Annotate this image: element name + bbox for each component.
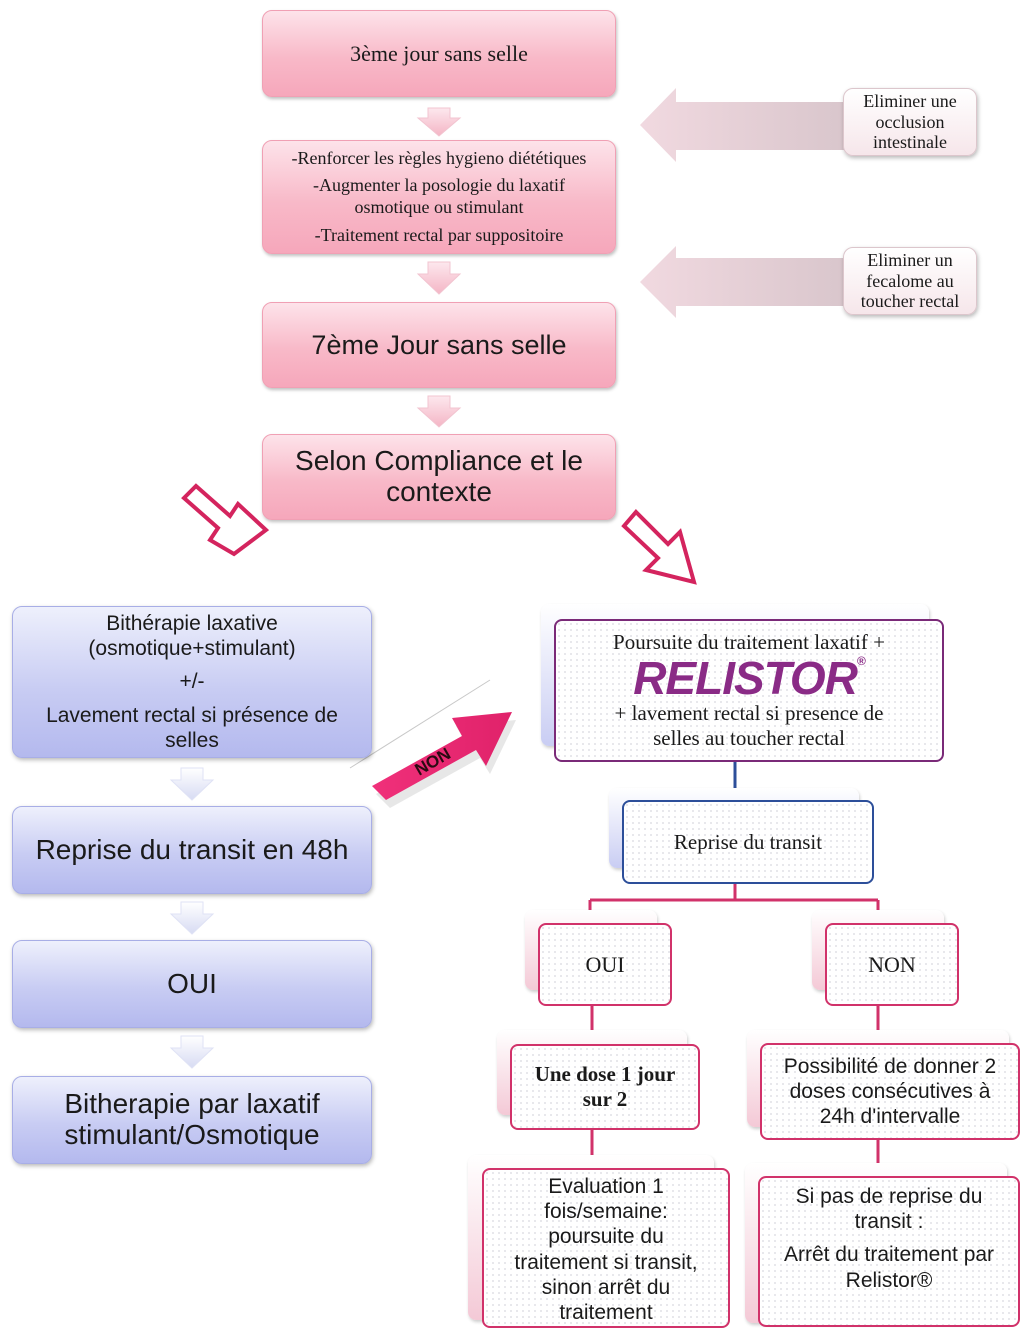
relistor-reg: ® [856, 653, 866, 668]
compliance-line-2: contexte [386, 476, 492, 507]
occlusion-box: Eliminer une occlusion intestinale [843, 88, 977, 156]
sipas-line-2: transit : [854, 1210, 924, 1234]
possibilite-line-3: 24h d'intervalle [819, 1105, 961, 1129]
measures-line-4: -Traitement rectal par suppositoire [314, 224, 564, 245]
fecalome-line-1: Eliminer un [867, 249, 953, 270]
down-arrow-2 [416, 261, 462, 295]
step-day3-box: 3ème jour sans selle [262, 10, 616, 97]
outline-arrow-left [181, 483, 270, 557]
evaluation-line-3: poursuite du [548, 1225, 664, 1249]
oui-right-label: OUI [585, 951, 625, 977]
measures-box: -Renforcer les règles hygieno diététique… [262, 140, 616, 254]
fecalome-line-3: toucher rectal [860, 291, 960, 312]
poursuite-box: Poursuite du traitement laxatif + RELIST… [554, 619, 944, 762]
evaluation-box: Evaluation 1 fois/semaine: poursuite du … [482, 1168, 730, 1328]
final-line-1: Bitherapie par laxatif [64, 1088, 320, 1120]
possibilite-box: Possibilité de donner 2 doses consécutiv… [760, 1043, 1020, 1140]
sipas-line-1: Si pas de reprise du [795, 1185, 983, 1208]
measures-line-2: -Augmenter la posologie du laxatif [313, 175, 565, 196]
relistor-text: RELISTOR [633, 651, 858, 704]
reprise-transit-label: Reprise du transit [673, 829, 823, 854]
bitherapie-line-2: (osmotique+stimulant) [88, 637, 296, 661]
bitherapie-line-5: selles [165, 728, 219, 752]
compliance-line-1: Selon Compliance et le [295, 445, 583, 477]
evaluation-line-2: fois/semaine: [544, 1200, 668, 1224]
oui-right-box: OUI [538, 923, 672, 1006]
down-arrow-3 [416, 395, 462, 428]
non-right-label: NON [868, 951, 916, 977]
dose-line-2: sur 2 [582, 1087, 628, 1111]
non-arrow [349, 679, 516, 808]
down-arrow-1 [416, 107, 462, 137]
final-line-2: stimulant/Osmotique [64, 1119, 320, 1150]
sipas-line-3: Arrêt du traitement par [783, 1243, 995, 1267]
dose-box: Une dose 1 jour sur 2 [510, 1044, 700, 1130]
sipas-line-4: Relistor® [845, 1268, 933, 1292]
oui-left-label: OUI [167, 968, 217, 999]
outline-arrow-right [621, 509, 697, 585]
step-day7-box: 7ème Jour sans selle [262, 302, 616, 388]
non-right-box: NON [825, 923, 959, 1006]
poursuite-line-2: + lavement rectal si presence de [614, 700, 884, 725]
oui-left-box: OUI [12, 940, 372, 1028]
bitherapie-box: Bithérapie laxative (osmotique+stimulant… [12, 606, 372, 758]
tree-connectors [588, 762, 880, 1163]
reprise-transit-box: Reprise du transit [622, 800, 874, 884]
step-day3-label: 3ème jour sans selle [350, 40, 528, 66]
occlusion-line-2: occlusion [875, 111, 945, 132]
side-arrow-fecalome [640, 246, 845, 318]
compliance-box: Selon Compliance et le contexte [262, 434, 616, 520]
final-bitherapie-box: Bitherapie par laxatif stimulant/Osmotiq… [12, 1076, 372, 1164]
possibilite-line-1: Possibilité de donner 2 [783, 1054, 997, 1078]
poursuite-line-1: Poursuite du traitement laxatif + [613, 629, 885, 654]
fecalome-box: Eliminer un fecalome au toucher rectal [843, 247, 977, 315]
down-arrow-blue-2 [169, 901, 215, 935]
bitherapie-line-4: Lavement rectal si présence de [46, 703, 338, 727]
poursuite-line-3: selles au toucher rectal [653, 726, 845, 751]
dose-line-1: Une dose 1 jour [534, 1061, 676, 1086]
evaluation-line-1: Evaluation 1 [548, 1175, 664, 1198]
evaluation-line-4: traitement si transit, [514, 1250, 698, 1274]
evaluation-line-5: sinon arrêt du [541, 1275, 671, 1299]
evaluation-line-6: traitement [559, 1300, 653, 1324]
measures-line-3: osmotique ou stimulant [354, 197, 524, 217]
down-arrow-blue-1 [169, 767, 215, 801]
occlusion-line-3: intestinale [873, 132, 947, 153]
fecalome-line-2: fecalome au [866, 270, 954, 291]
measures-line-1: -Renforcer les règles hygieno diététique… [291, 147, 587, 168]
sipas-box: Si pas de reprise du transit : Arrêt du … [758, 1176, 1020, 1327]
side-arrow-occlusion [640, 88, 845, 162]
reprise-48h-box: Reprise du transit en 48h [12, 806, 372, 894]
step-day7-label: 7ème Jour sans selle [311, 329, 567, 360]
down-arrow-blue-3 [169, 1035, 215, 1069]
possibilite-line-2: doses consécutives à [789, 1079, 991, 1103]
bitherapie-line-1: Bithérapie laxative [106, 612, 278, 636]
reprise-48h-label: Reprise du transit en 48h [35, 834, 349, 865]
relistor-logo: RELISTOR® [633, 651, 866, 704]
occlusion-line-1: Eliminer une [863, 90, 957, 111]
bitherapie-line-3: +/- [179, 670, 205, 694]
